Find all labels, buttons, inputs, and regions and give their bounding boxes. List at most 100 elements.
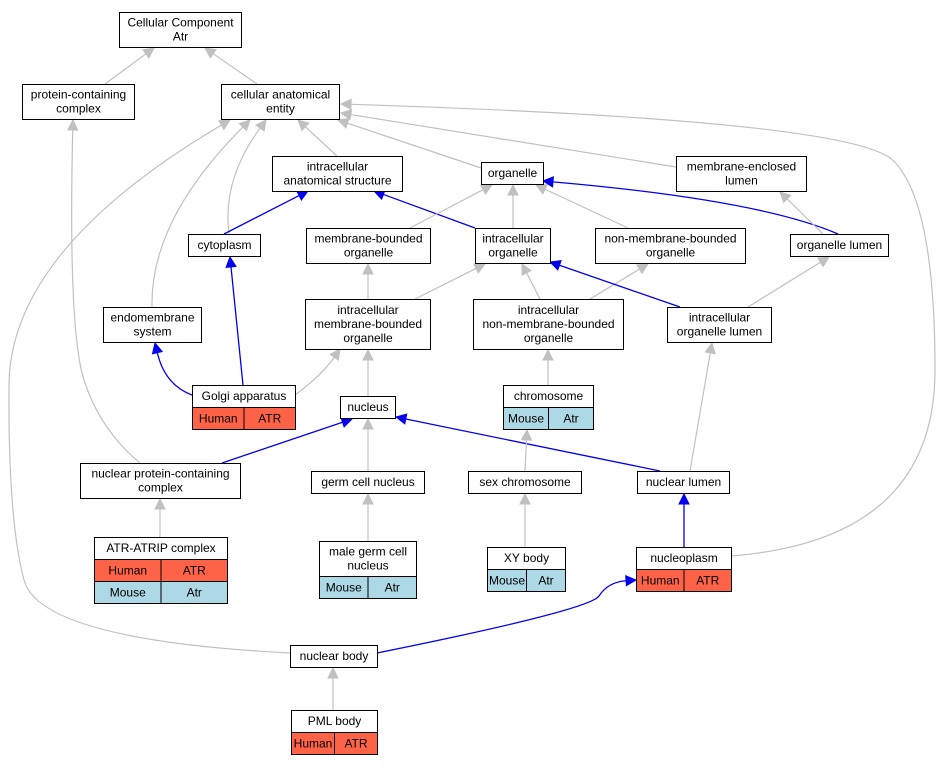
edge-arrowhead — [339, 108, 353, 121]
node-label: PML body — [308, 714, 362, 728]
node-label: entity — [266, 102, 295, 116]
edge-arrowhead — [204, 47, 217, 59]
gene-cell — [526, 569, 566, 592]
edge-nucleoplasm-to-nuclear_lumen — [678, 492, 690, 547]
edge-nuclear_body-to-cellular_anatomical_entity — [8, 119, 291, 654]
edge-arrowhead — [151, 341, 164, 355]
node-label: sex chromosome — [479, 475, 571, 489]
edge-line — [559, 264, 681, 308]
edge-intracellular_organelle-to-organelle — [507, 183, 519, 228]
edge-line — [304, 126, 338, 157]
node-box — [667, 307, 772, 343]
node-label: organelle — [488, 166, 538, 180]
edge-line — [544, 188, 629, 229]
edge-organelle_lumen-to-membrane_enclosed_lumen — [779, 191, 824, 235]
edge-line — [221, 421, 343, 464]
edge-arrowhead — [327, 666, 339, 679]
edge-arrowhead — [154, 497, 166, 510]
gene-label: ATR — [696, 574, 719, 588]
node-nuclear-lumen[interactable]: nuclear lumen — [637, 471, 730, 494]
edge-nuclear_lumen-to-intracellular_organelle_lumen — [689, 341, 716, 472]
node-label: membrane-bounded — [314, 232, 422, 246]
gene-label: Atr — [563, 412, 578, 426]
edge-nuclear_lumen-to-nucleus — [394, 413, 661, 472]
edge-arrowhead — [66, 118, 79, 131]
edge-arrowhead — [238, 119, 251, 132]
node-label: non-membrane-bounded — [604, 232, 736, 246]
gene-label: ATR — [344, 737, 367, 751]
node-nuclear-body[interactable]: nuclear body — [290, 645, 378, 668]
edge-intracellular_organelle_lumen-to-intracellular_organelle — [548, 259, 681, 308]
edge-cytoplasm-to-intracellular_anatomical_structure — [223, 190, 309, 235]
edge-golgi_apparatus-to-endomembrane_system — [151, 341, 193, 396]
node-label: nuclear lumen — [646, 475, 721, 489]
edge-endomembrane_system-to-cellular_anatomical_entity — [151, 119, 251, 308]
node-box — [473, 299, 624, 350]
node-organelle-lumen[interactable]: organelle lumen — [790, 234, 889, 257]
edge-line — [689, 352, 711, 472]
node-box — [311, 471, 425, 494]
node-label: endomembrane — [110, 311, 194, 325]
node-box — [481, 162, 544, 185]
node-box — [340, 396, 396, 419]
node-label: organelle — [524, 331, 574, 345]
edge-arrowhead — [817, 256, 830, 268]
node-cytoplasm[interactable]: cytoplasm — [188, 234, 261, 257]
edge-line — [156, 352, 193, 396]
species-label: Human — [294, 737, 333, 751]
edge-membrane_bounded_organelle-to-organelle — [409, 184, 493, 229]
edge-germ_cell_nucleus-to-nucleus — [362, 417, 374, 471]
gene-label: ATR — [258, 412, 281, 426]
species-label: Mouse — [489, 574, 525, 588]
edge-intracellular_organelle_lumen-to-organelle_lumen — [747, 256, 830, 308]
edge-arrowhead — [218, 119, 231, 131]
node-box — [22, 84, 135, 120]
node-sex-chromosome[interactable]: sex chromosome — [468, 471, 582, 494]
node-label: chromosome — [514, 389, 584, 403]
node-nucleus[interactable]: nucleus — [340, 396, 396, 419]
node-label: Golgi apparatus — [202, 389, 287, 403]
edge-line — [227, 127, 261, 235]
edge-pml_body-to-nuclear_body — [327, 666, 339, 710]
edge-arrowhead — [329, 348, 341, 361]
edge-arrowhead — [362, 492, 374, 505]
species-label: Mouse — [508, 412, 544, 426]
node-organelle[interactable]: organelle — [481, 162, 544, 185]
node-box — [119, 12, 242, 48]
edge-line — [524, 439, 528, 472]
edge-male_germ_cell_nucleus-to-germ_cell_nucleus — [362, 492, 374, 541]
node-box — [676, 156, 807, 192]
node-intracellular-non-membrane-bounded-organelle[interactable]: intracellularnon-membrane-boundedorganel… — [473, 299, 624, 350]
node-germ-cell-nucleus[interactable]: germ cell nucleus — [311, 471, 425, 494]
edge-membrane_enclosed_lumen-to-cellular_anatomical_entity — [339, 108, 677, 168]
gene-label: Atr — [187, 586, 202, 600]
edge-atr_atrip_complex-to-nuclear_protein_containing_complex — [154, 497, 166, 537]
node-label: nucleus — [347, 400, 388, 414]
edge-arrowhead — [362, 262, 374, 275]
species-label: Human — [108, 564, 147, 578]
edge-cellular_anatomical_entity-to-cellular_component — [204, 47, 258, 85]
